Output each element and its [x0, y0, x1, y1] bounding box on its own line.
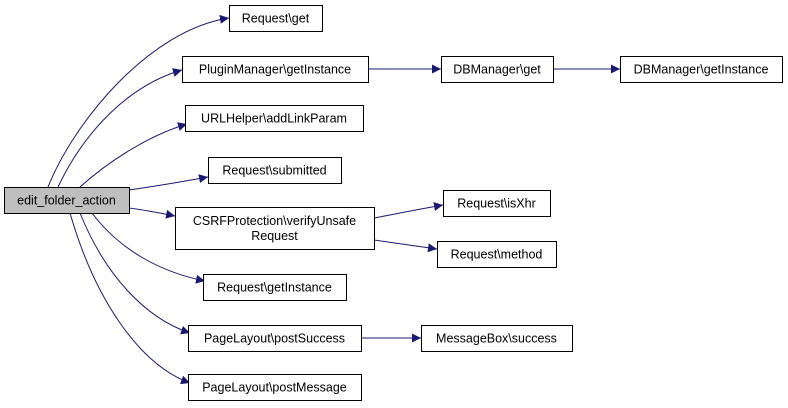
- node-label: Request: [251, 229, 298, 243]
- function-node-box[interactable]: URLHelper\addLinkParam: [185, 105, 364, 132]
- edge-arrow: [128, 207, 176, 219]
- node-rect: [182, 56, 369, 83]
- edge-root-to-n2: [57, 68, 183, 188]
- edge-arrow: [69, 212, 191, 385]
- node-label: Request\method: [451, 248, 543, 262]
- edge-root-to-n5: [79, 122, 188, 188]
- function-node-box[interactable]: Request\isXhr: [443, 190, 551, 217]
- edge-root-to-n10: [91, 212, 206, 284]
- function-node-box[interactable]: PluginManager\getInstance: [182, 56, 369, 83]
- node-label: PageLayout\postSuccess: [204, 332, 345, 346]
- function-node-box[interactable]: Request\getInstance: [203, 274, 347, 301]
- node-label: Request\get: [242, 12, 310, 26]
- function-node-box[interactable]: PageLayout\postSuccess: [188, 325, 362, 352]
- node-rect: [203, 274, 347, 301]
- edge-root-to-n13: [69, 212, 191, 385]
- edge-arrow: [128, 174, 209, 191]
- node-label: PageLayout\postMessage: [202, 381, 347, 395]
- edge-root-to-n11: [79, 212, 191, 335]
- function-node-box[interactable]: PageLayout\postMessage: [188, 374, 362, 401]
- node-label: URLHelper\addLinkParam: [201, 112, 347, 126]
- edge-n7-to-n8: [373, 202, 444, 219]
- node-rect: [620, 56, 783, 83]
- node-rect: [443, 190, 551, 217]
- function-node-box[interactable]: Request\submitted: [208, 157, 342, 184]
- function-node-box[interactable]: Request\get: [229, 5, 323, 32]
- node-label: CSRFProtection\verifyUnsafe: [193, 214, 356, 228]
- function-node-box[interactable]: MessageBox\success: [421, 325, 573, 352]
- function-node-box[interactable]: DBManager\get: [441, 56, 554, 83]
- node-label: PluginManager\getInstance: [199, 63, 351, 77]
- node-rect: [229, 5, 323, 32]
- node-rect: [437, 241, 557, 268]
- edge-arrow: [91, 212, 206, 284]
- node-label: Request\isXhr: [457, 197, 536, 211]
- nodes-layer: edit_folder_action Request\getPluginManag…: [4, 5, 783, 401]
- node-rect: [185, 105, 364, 132]
- node-rect: [208, 157, 342, 184]
- function-node-box[interactable]: DBManager\getInstance: [620, 56, 783, 83]
- edge-n7-to-n9: [373, 239, 438, 253]
- edge-root-to-n6: [128, 174, 209, 191]
- edge-arrow: [373, 202, 444, 219]
- node-rect: [441, 56, 554, 83]
- node-rect: [421, 325, 573, 352]
- node-rect: [175, 207, 375, 250]
- node-label: MessageBox\success: [436, 332, 557, 346]
- node-label: Request\getInstance: [217, 281, 332, 295]
- node-label: edit_folder_action: [17, 194, 116, 208]
- edge-arrow: [57, 68, 183, 188]
- node-rect: [188, 374, 362, 401]
- root-node-box[interactable]: edit_folder_action: [4, 187, 130, 214]
- function-node-box[interactable]: Request\method: [437, 241, 557, 268]
- edges-layer: [47, 14, 620, 385]
- node-rect: [188, 325, 362, 352]
- node-label: DBManager\getInstance: [634, 63, 769, 77]
- edge-root-to-n7: [128, 207, 176, 219]
- node-rect: [4, 187, 130, 214]
- edge-arrow: [47, 14, 230, 188]
- edge-arrow: [79, 212, 191, 335]
- node-label: Request\submitted: [222, 164, 326, 178]
- edge-arrow: [79, 122, 188, 188]
- node-label: DBManager\get: [453, 63, 541, 77]
- edge-root-to-n1: [47, 14, 230, 188]
- edge-arrow: [373, 239, 438, 253]
